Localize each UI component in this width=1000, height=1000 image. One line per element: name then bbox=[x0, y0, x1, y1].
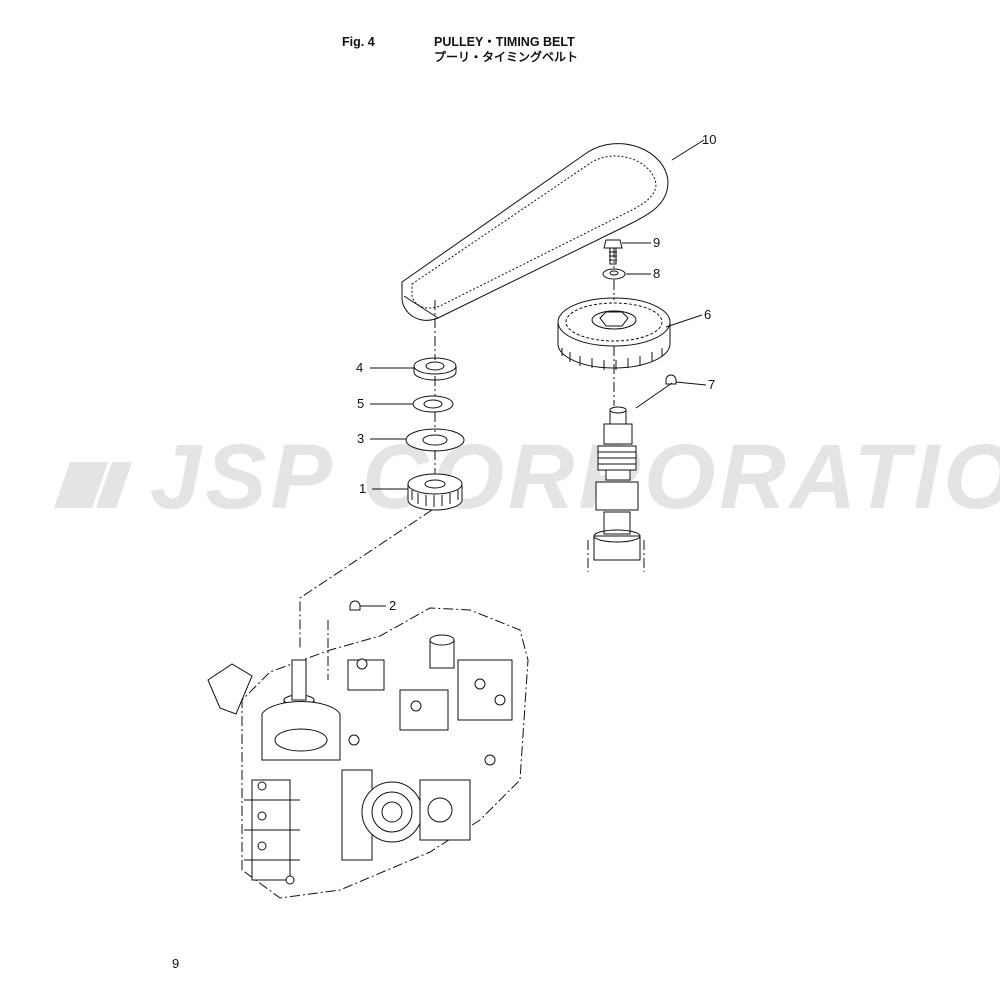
page-number: 9 bbox=[172, 956, 180, 971]
callout-6: 6 bbox=[704, 307, 711, 322]
callout-2: 2 bbox=[389, 598, 396, 613]
spacer bbox=[405, 428, 465, 452]
callout-3: 3 bbox=[357, 431, 364, 446]
crankshaft-end bbox=[587, 406, 645, 572]
watermark-text: JSP CORPORATION bbox=[150, 426, 1000, 528]
callout-9: 9 bbox=[653, 235, 660, 250]
lock-washer bbox=[412, 395, 454, 413]
callout-10: 10 bbox=[702, 132, 716, 147]
leader-lines bbox=[360, 139, 707, 607]
engine-block bbox=[207, 607, 529, 899]
timing-belt bbox=[401, 143, 669, 321]
page-title: PULLEY・TIMING BELT bbox=[434, 35, 575, 49]
callout-1: 1 bbox=[359, 481, 366, 496]
figure-label: Fig. 4 bbox=[342, 35, 375, 49]
crankshaft-key bbox=[349, 600, 361, 611]
nut bbox=[413, 357, 457, 381]
assembly-axis-lines bbox=[299, 248, 615, 680]
callout-7: 7 bbox=[708, 377, 715, 392]
callout-4: 4 bbox=[356, 360, 363, 375]
driven-pulley bbox=[557, 297, 671, 370]
washer bbox=[602, 268, 626, 280]
page-title-japanese: プーリ・タイミングベルト bbox=[434, 50, 579, 64]
drive-pulley bbox=[407, 473, 463, 511]
callout-8: 8 bbox=[653, 266, 660, 281]
watermark: JSP CORPORATION bbox=[54, 426, 1000, 528]
callout-5: 5 bbox=[357, 396, 364, 411]
woodruff-key bbox=[665, 374, 677, 385]
watermark-logo-icon bbox=[54, 462, 132, 508]
callout-labels: 10 9 8 6 7 4 5 3 1 2 bbox=[356, 132, 716, 613]
bolt bbox=[603, 239, 623, 265]
